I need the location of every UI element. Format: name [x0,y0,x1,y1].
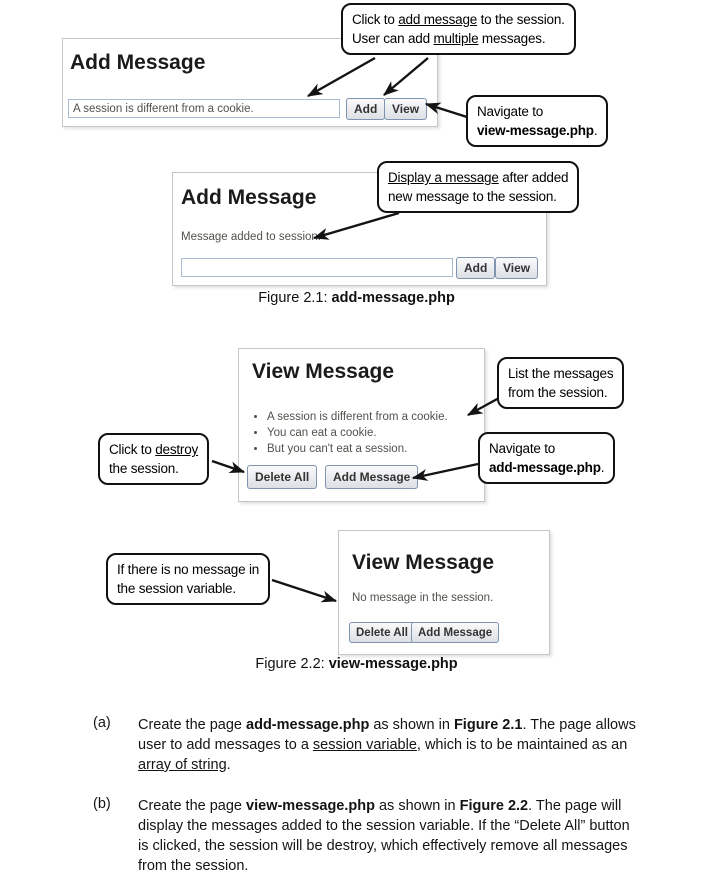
item-label-b: (b) [93,796,111,812]
callout-destroy-session: Click to destroy the session. [98,433,210,485]
screenshot-view-message-1: View Message A session is different from… [238,348,485,502]
list-item: A session is different from a cookie. [267,411,448,423]
message-input[interactable] [181,258,453,277]
callout-text: from the session. [508,385,608,400]
page-title: View Message [252,360,395,383]
callout-text: Click to add message to the session. [352,12,565,27]
list-item: You can eat a cookie. [267,427,448,439]
callout-text: the session. [109,461,179,476]
add-button[interactable]: Add [346,98,386,120]
callout-text: view-message.php. [477,123,598,138]
callout-text: new message to the session. [388,189,557,204]
callout-list-messages: List the messages from the session. [497,357,625,409]
status-message: No message in the session. [352,592,494,604]
callout-text: Display a message after added [388,170,569,185]
callout-text: Click to destroy [109,442,199,457]
callout-text: the session variable. [117,581,236,596]
delete-all-button[interactable]: Delete All [247,465,318,489]
add-button[interactable]: Add [456,257,496,279]
paragraph-b: Create the page view-message.php as show… [138,798,630,874]
figure-caption-2-1: Figure 2.1: add-message.php [258,290,455,306]
status-message: Message added to session. [181,231,322,243]
callout-text: add-message.php. [489,460,605,475]
screenshot-view-message-2: View Message No message in the session. … [338,530,550,655]
callout-navigate-view: Navigate to view-message.php. [466,95,609,147]
callout-text: If there is no message in [117,562,260,577]
callout-no-message: If there is no message in the session va… [106,553,271,605]
item-label-a: (a) [93,715,111,731]
page-title: View Message [352,551,495,574]
callout-text: Navigate to [489,441,556,456]
view-button[interactable]: View [495,257,539,279]
paragraph-a: Create the page add-message.php as shown… [138,717,636,773]
message-input[interactable] [68,99,340,118]
callout-text: Navigate to [477,104,544,119]
arrow-to-no-message [271,578,338,603]
callout-display-message: Display a message after added new messag… [377,161,580,213]
page-title: Add Message [181,186,317,209]
callout-text: User can add multiple messages. [352,31,546,46]
page-title: Add Message [70,51,206,74]
view-button[interactable]: View [384,98,428,120]
delete-all-button[interactable]: Delete All [349,622,415,643]
add-message-button[interactable]: Add Message [411,622,500,643]
message-list: A session is different from a cookie. Yo… [252,411,448,459]
list-item: But you can't eat a session. [267,443,448,455]
callout-click-to-add: Click to add message to the session. Use… [341,3,576,55]
figure-caption-2-2: Figure 2.2: view-message.php [255,656,458,672]
callout-text: List the messages [508,366,614,381]
callout-navigate-add: Navigate to add-message.php. [478,432,616,484]
add-message-button[interactable]: Add Message [325,465,419,489]
